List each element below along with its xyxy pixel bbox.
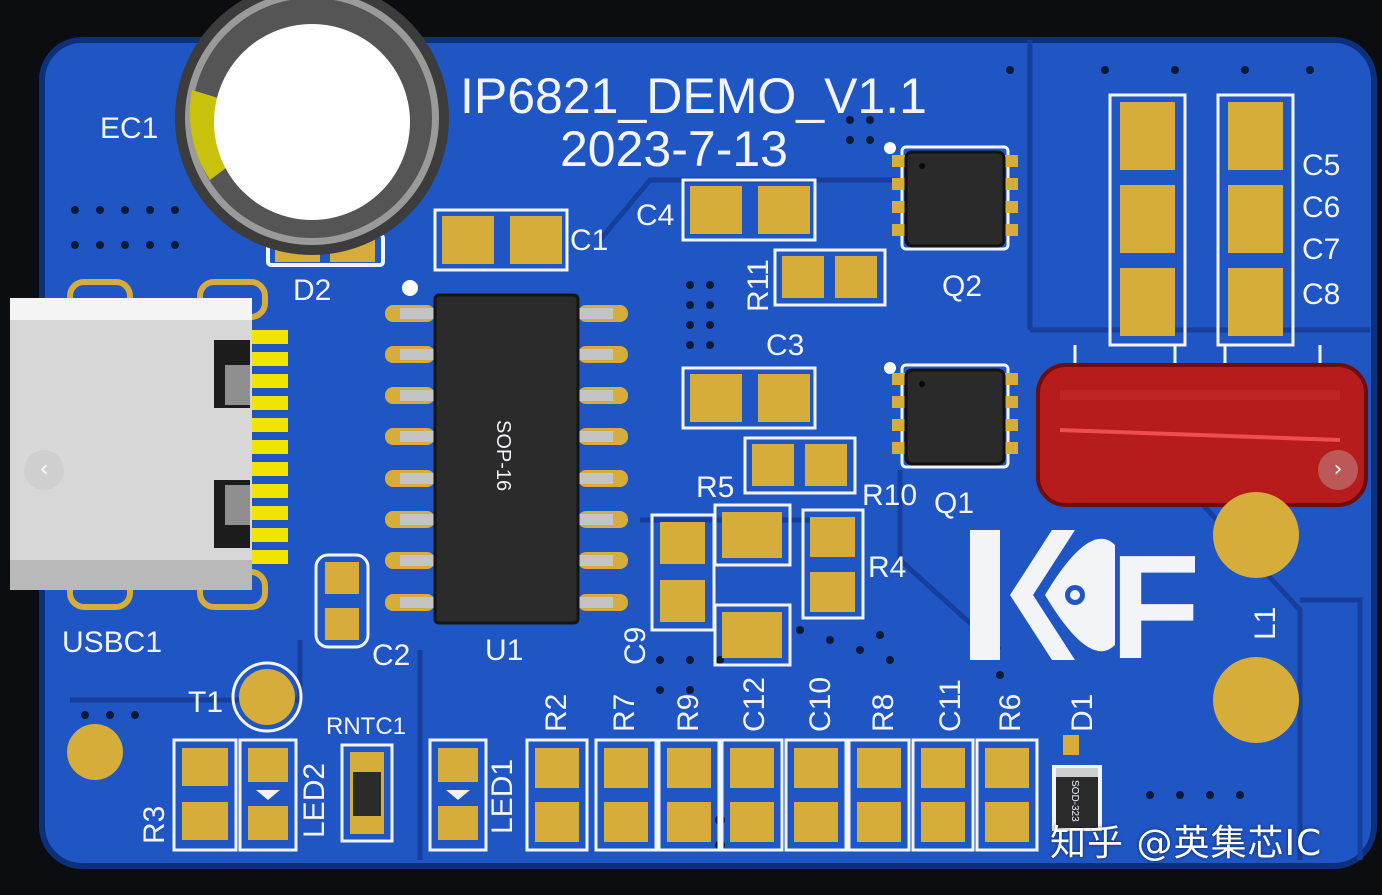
label-r2: R2 (540, 694, 573, 732)
label-c6: C6 (1302, 191, 1340, 224)
label-c11: C11 (934, 679, 967, 732)
label-t1: T1 (188, 686, 223, 719)
rntc1-thermistor (340, 743, 394, 843)
c3-capacitor (681, 366, 817, 430)
label-r4: R4 (868, 551, 906, 584)
label-r9: R9 (672, 694, 705, 732)
ec1-capacitor (175, 0, 449, 267)
led1 (428, 738, 488, 852)
c2-capacitor (314, 553, 370, 649)
l1-inductor (1213, 492, 1299, 743)
next-glyph: › (1333, 457, 1343, 482)
q1-mosfet (884, 362, 1018, 469)
via-field (71, 66, 1314, 850)
c9-capacitor (650, 513, 716, 632)
d1-diode: SOD-323 (1052, 735, 1102, 831)
label-l1: L1 (1249, 607, 1282, 640)
label-r3: R3 (138, 806, 171, 844)
chevron-right-icon[interactable]: › (1318, 450, 1358, 490)
label-c3: C3 (766, 329, 804, 362)
label-usbc1: USBC1 (62, 626, 162, 659)
c4-capacitor (681, 178, 817, 242)
label-u1: U1 (485, 634, 523, 667)
label-q1: Q1 (934, 487, 974, 520)
label-c1: C1 (570, 224, 608, 257)
label-led2: LED2 (298, 763, 331, 838)
label-q2: Q2 (942, 270, 982, 303)
r11-resistor (773, 248, 887, 307)
c5-c8-capacitor-array (1073, 93, 1322, 365)
logo-letter: F (1110, 525, 1200, 690)
u1-package-label: SOP-16 (492, 420, 514, 491)
label-c7: C7 (1302, 233, 1340, 266)
c12-capacitor-pad (713, 603, 792, 667)
label-c9: C9 (619, 627, 652, 665)
label-r11: R11 (742, 259, 775, 312)
chevron-left-icon[interactable]: ‹ (24, 450, 64, 490)
watermark-text: 知乎 @英集芯IC (1050, 823, 1323, 864)
label-c8: C8 (1302, 278, 1340, 311)
label-c5: C5 (1302, 149, 1340, 182)
label-d1: D1 (1066, 694, 1099, 732)
led2 (238, 738, 298, 852)
label-c2: C2 (372, 639, 410, 672)
r10-resistor (743, 436, 857, 495)
label-ec1: EC1 (100, 112, 158, 145)
r4-resistor (801, 508, 865, 620)
label-r5: R5 (696, 471, 734, 504)
film-capacitor (1036, 363, 1368, 507)
c1-capacitor (433, 208, 569, 272)
label-c12: C12 (738, 677, 771, 732)
usbc1-connector (10, 279, 288, 610)
kf-logo: F (970, 525, 1200, 690)
t1-testpoint (67, 661, 303, 780)
label-led1: LED1 (486, 759, 519, 834)
q2-mosfet (884, 142, 1018, 251)
r5-resistor (713, 503, 792, 567)
prev-glyph: ‹ (39, 457, 49, 482)
label-r10: R10 (862, 479, 917, 512)
u1-ic: SOP-16 (385, 280, 628, 625)
d1-package-label: SOD-323 (1069, 780, 1080, 822)
label-c10: C10 (804, 677, 837, 732)
board-date: 2023-7-13 (560, 121, 788, 177)
r3-resistor (172, 738, 238, 852)
label-r7: R7 (608, 694, 641, 732)
label-r6: R6 (994, 694, 1027, 732)
label-c4: C4 (636, 199, 674, 232)
board-title: IP6821_DEMO_V1.1 (460, 68, 927, 124)
label-r8: R8 (867, 694, 900, 732)
label-d2: D2 (293, 274, 331, 307)
bottom-passive-row (525, 738, 1039, 852)
label-rntc1: RNTC1 (326, 713, 406, 740)
